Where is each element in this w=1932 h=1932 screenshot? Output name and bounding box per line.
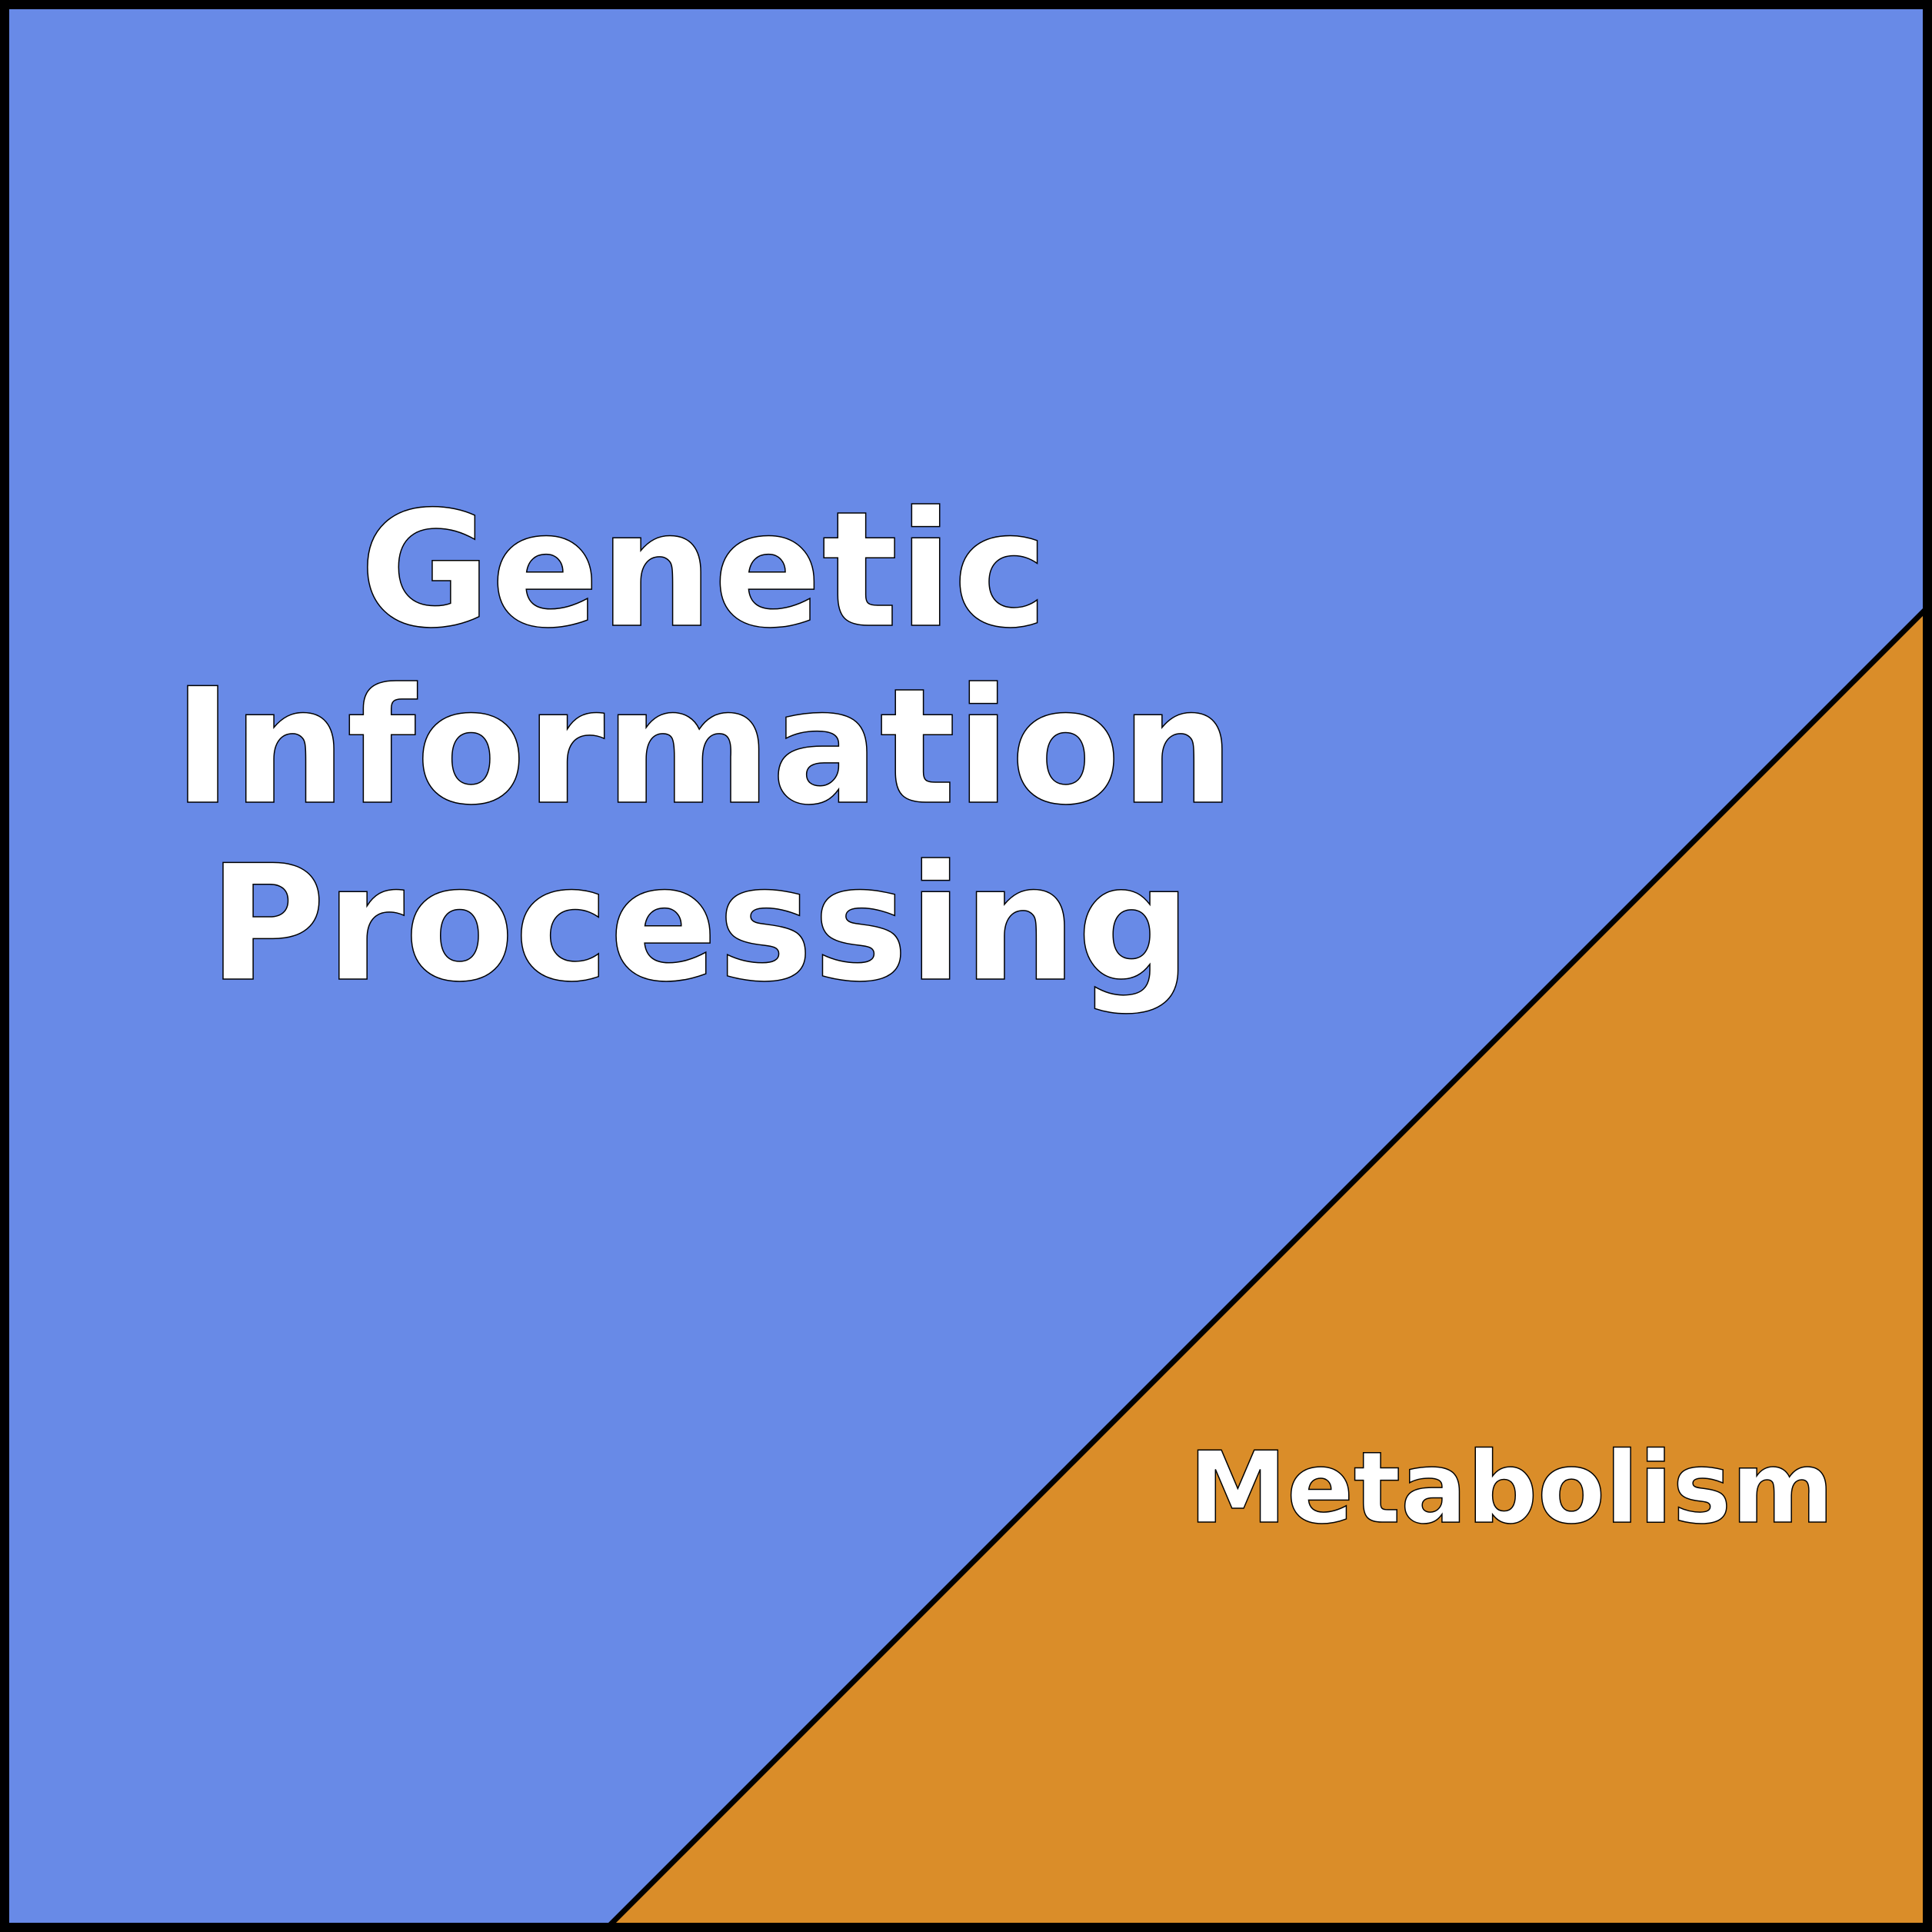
label-metabolism: Metabolism	[1189, 1431, 1834, 1546]
label-genetic-line-1: Genetic	[360, 478, 1048, 664]
label-genetic-line-3: Processing	[208, 831, 1191, 1018]
region-divider-line	[605, 605, 1930, 1930]
label-genetic-line-2: Information	[173, 655, 1234, 841]
region-genetic-information-processing	[5, 5, 1927, 1927]
